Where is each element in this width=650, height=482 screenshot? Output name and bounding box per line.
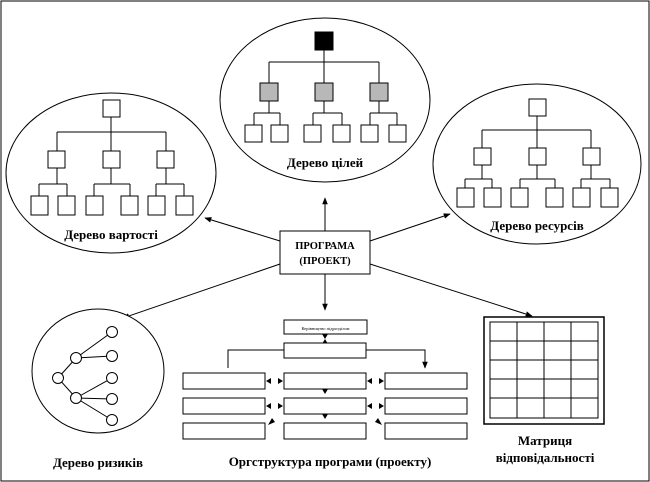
arrow-to-cost: [204, 217, 281, 242]
org-right-box: [384, 397, 468, 415]
resource-leaf-node: [572, 187, 591, 208]
cost-tree-label: Дерево вартості: [64, 227, 158, 242]
org-mid-box: [283, 397, 367, 415]
risk-leaf-node: [106, 414, 118, 426]
cost-leaf-node: [147, 195, 166, 216]
program-box: [279, 230, 371, 275]
risk-node: [70, 352, 82, 364]
resource-tree-label: Дерево ресурсів: [490, 218, 583, 233]
risk-leaf-node: [106, 350, 118, 362]
org-right-box: [384, 422, 468, 440]
arrow-to-risks: [122, 263, 281, 319]
risk-leaf-node: [106, 393, 118, 405]
goals-subgoal-node: [259, 82, 279, 102]
risk-node: [70, 392, 82, 404]
program-title-line1: ПРОГРАМА: [295, 241, 355, 252]
risk-root-node: [52, 372, 64, 384]
org-mid-box: [283, 372, 367, 390]
cost-leaf-node: [175, 195, 194, 216]
resource-leaf-node: [600, 187, 619, 208]
resource-leaf-node: [510, 187, 529, 208]
cost-leaf-node: [30, 195, 49, 216]
responsibility-matrix: Матриця відповідальності: [483, 316, 605, 465]
program-title-line2: (ПРОЕКТ): [299, 256, 351, 267]
cost-leaf-node: [85, 195, 104, 216]
cost-leaf-node: [57, 195, 76, 216]
risk-leaf-node: [106, 326, 118, 338]
org-structure: Керівництво підрозділом: [182, 319, 468, 469]
goals-subgoal-node: [314, 82, 334, 102]
resource-leaf-node: [545, 187, 564, 208]
cost-branch-node: [47, 150, 66, 169]
goals-root-node: [314, 31, 334, 51]
org-left-box: [182, 397, 266, 415]
org-right-box: [384, 372, 468, 390]
connector-arrows: [122, 197, 533, 319]
resource-root-node: [528, 98, 547, 117]
resource-branch-node: [582, 147, 601, 166]
org-structure-label: Оргструктура програми (проекту): [229, 454, 432, 469]
goals-leaf-node: [360, 124, 379, 143]
risk-tree-label: Дерево ризиків: [53, 455, 143, 470]
goals-leaf-node: [303, 124, 322, 143]
resource-branch-node: [473, 147, 492, 166]
org-head-box-text: Керівництво підрозділом: [301, 326, 349, 331]
arrow-to-resources: [369, 213, 451, 242]
matrix-label-line1: Матриця: [518, 433, 572, 448]
cost-branch-node: [156, 150, 175, 169]
program-center: ПРОГРАМА (ПРОЕКТ): [279, 230, 371, 275]
resource-branch-node: [528, 147, 547, 166]
goals-tree-label: Дерево цілей: [287, 155, 364, 170]
risk-tree-ellipse: [31, 308, 165, 434]
goals-leaf-node: [332, 124, 351, 143]
goals-leaf-node: [388, 124, 407, 143]
goals-leaf-node: [270, 124, 289, 143]
cost-tree: Дерево вартості: [5, 92, 217, 254]
arrow-to-matrix: [369, 263, 533, 317]
resource-leaf-node: [483, 187, 502, 208]
org-level2-box: [283, 342, 367, 359]
cost-branch-node: [102, 150, 121, 169]
risk-tree: Дерево ризиків: [31, 308, 165, 470]
matrix-label-line2: відповідальності: [496, 450, 595, 465]
resource-tree: Дерево ресурсів: [432, 83, 642, 245]
goals-subgoal-node: [369, 82, 389, 102]
cost-leaf-node: [120, 195, 139, 216]
org-mid-box: [283, 422, 367, 440]
goals-tree: Дерево цілей: [219, 17, 431, 183]
org-left-box: [182, 372, 266, 390]
org-left-box: [182, 422, 266, 440]
resource-leaf-node: [456, 187, 475, 208]
cost-root-node: [102, 99, 121, 118]
goals-leaf-node: [244, 124, 263, 143]
risk-leaf-node: [106, 372, 118, 384]
